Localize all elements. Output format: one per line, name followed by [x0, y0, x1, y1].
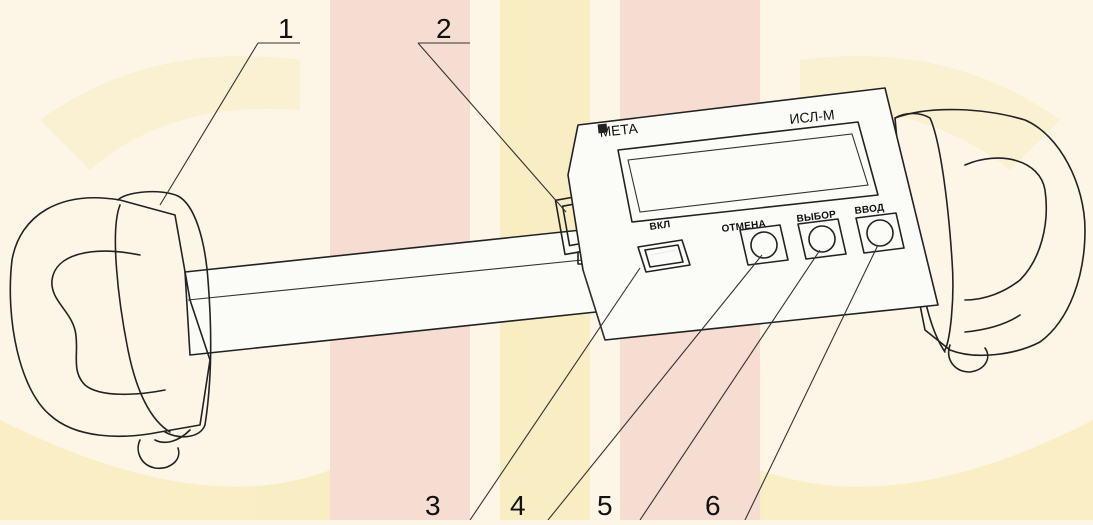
power-switch-label: ВКЛ [649, 219, 671, 233]
left-handle [9, 190, 212, 470]
callout-4: 4 [510, 490, 526, 520]
right-handle [894, 108, 1086, 373]
enter-button[interactable] [855, 212, 905, 254]
cancel-button[interactable] [739, 224, 789, 266]
display [617, 121, 879, 223]
leader-line-4 [547, 254, 763, 521]
callout-1: 1 [278, 13, 294, 44]
select-button[interactable] [797, 218, 847, 260]
leader-line-2 [417, 42, 567, 213]
power-switch[interactable] [637, 239, 691, 273]
callout-2: 2 [436, 13, 452, 44]
brand-logo-icon [597, 123, 608, 134]
model-label: ИСЛ-М [789, 106, 836, 127]
leader-line-3 [469, 267, 641, 521]
device-body [567, 87, 939, 341]
leader-lines [159, 42, 879, 521]
brand-label: МЕТА [599, 120, 640, 140]
enter-button-label: ВВОД [854, 202, 885, 217]
leader-line-1 [159, 42, 300, 206]
callout-6: 6 [705, 490, 721, 520]
callout-5: 5 [597, 490, 613, 520]
leader-line-6 [744, 244, 879, 521]
callout-3: 3 [425, 490, 441, 520]
cancel-button-label: ОТМЕНА [721, 219, 767, 235]
leader-line-5 [639, 249, 821, 521]
